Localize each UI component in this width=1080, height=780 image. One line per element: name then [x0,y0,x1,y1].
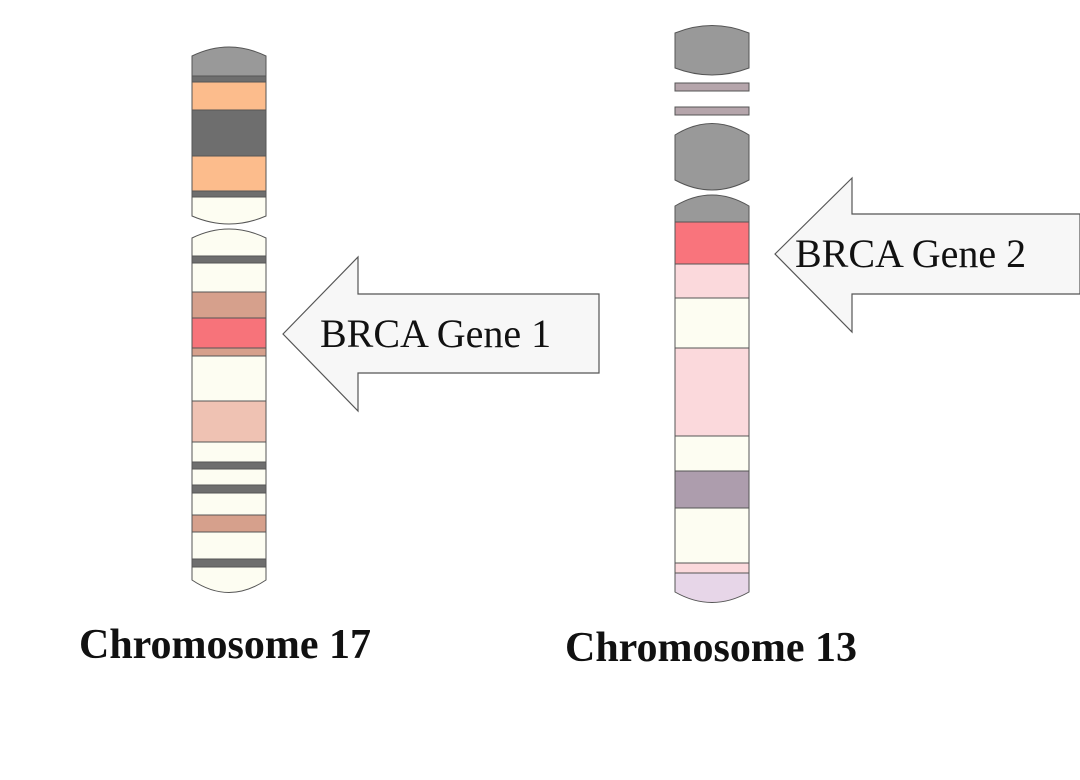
chr17-p-arm-tip [191,46,267,77]
chr17-band [191,558,267,568]
chr17-band [191,190,267,198]
chromosome-17-label: Chromosome 17 [79,622,371,668]
chr13-centromere [674,194,750,223]
chr17-band [191,109,267,157]
chr13-band [674,263,750,299]
chr17-band [191,155,267,192]
chr17-band [191,400,267,443]
chr13-stalk-band [674,106,750,116]
chr13-stalk-band [674,82,750,92]
chromosome-13-label: Chromosome 13 [565,625,857,671]
chr17-band [191,514,267,533]
brca-gene-2-arrow: BRCA Gene 2 [774,176,1080,334]
chr17-band [191,468,267,486]
chr17-band [191,75,267,83]
chr17-brca1-band [191,317,267,349]
chr13-q-arm-tip [674,572,750,603]
chr13-band [674,507,750,564]
brca-gene-2-label: BRCA Gene 2 [795,231,1026,276]
chr17-band [191,531,267,560]
chr13-short-arm [674,123,750,191]
chr17-band [191,484,267,494]
chr17-centromere-upper [191,196,267,225]
chr17-band [191,347,267,357]
chr17-band [191,262,267,293]
chr13-satellite [674,25,750,76]
arrow-shape [282,255,600,413]
chr17-centromere-lower [191,228,267,257]
arrow-shape [774,176,1080,334]
chr13-band [674,435,750,472]
brca-gene-1-arrow: BRCA Gene 1 [282,255,600,413]
chr17-band [191,441,267,463]
chr17-band [191,81,267,111]
chr17-band [191,291,267,319]
chr17-band [191,255,267,264]
chr13-band [674,562,750,574]
chr17-band [191,492,267,516]
chr17-band [191,355,267,402]
chr13-band [674,470,750,509]
chromosome-13 [674,25,750,603]
chr17-band [191,461,267,470]
chr17-q-arm-tip [191,566,267,593]
chr13-band [674,347,750,437]
chromosome-17 [191,46,267,593]
chr13-band [674,297,750,349]
brca-gene-1-label: BRCA Gene 1 [320,311,551,356]
chr13-brca2-band [674,221,750,265]
